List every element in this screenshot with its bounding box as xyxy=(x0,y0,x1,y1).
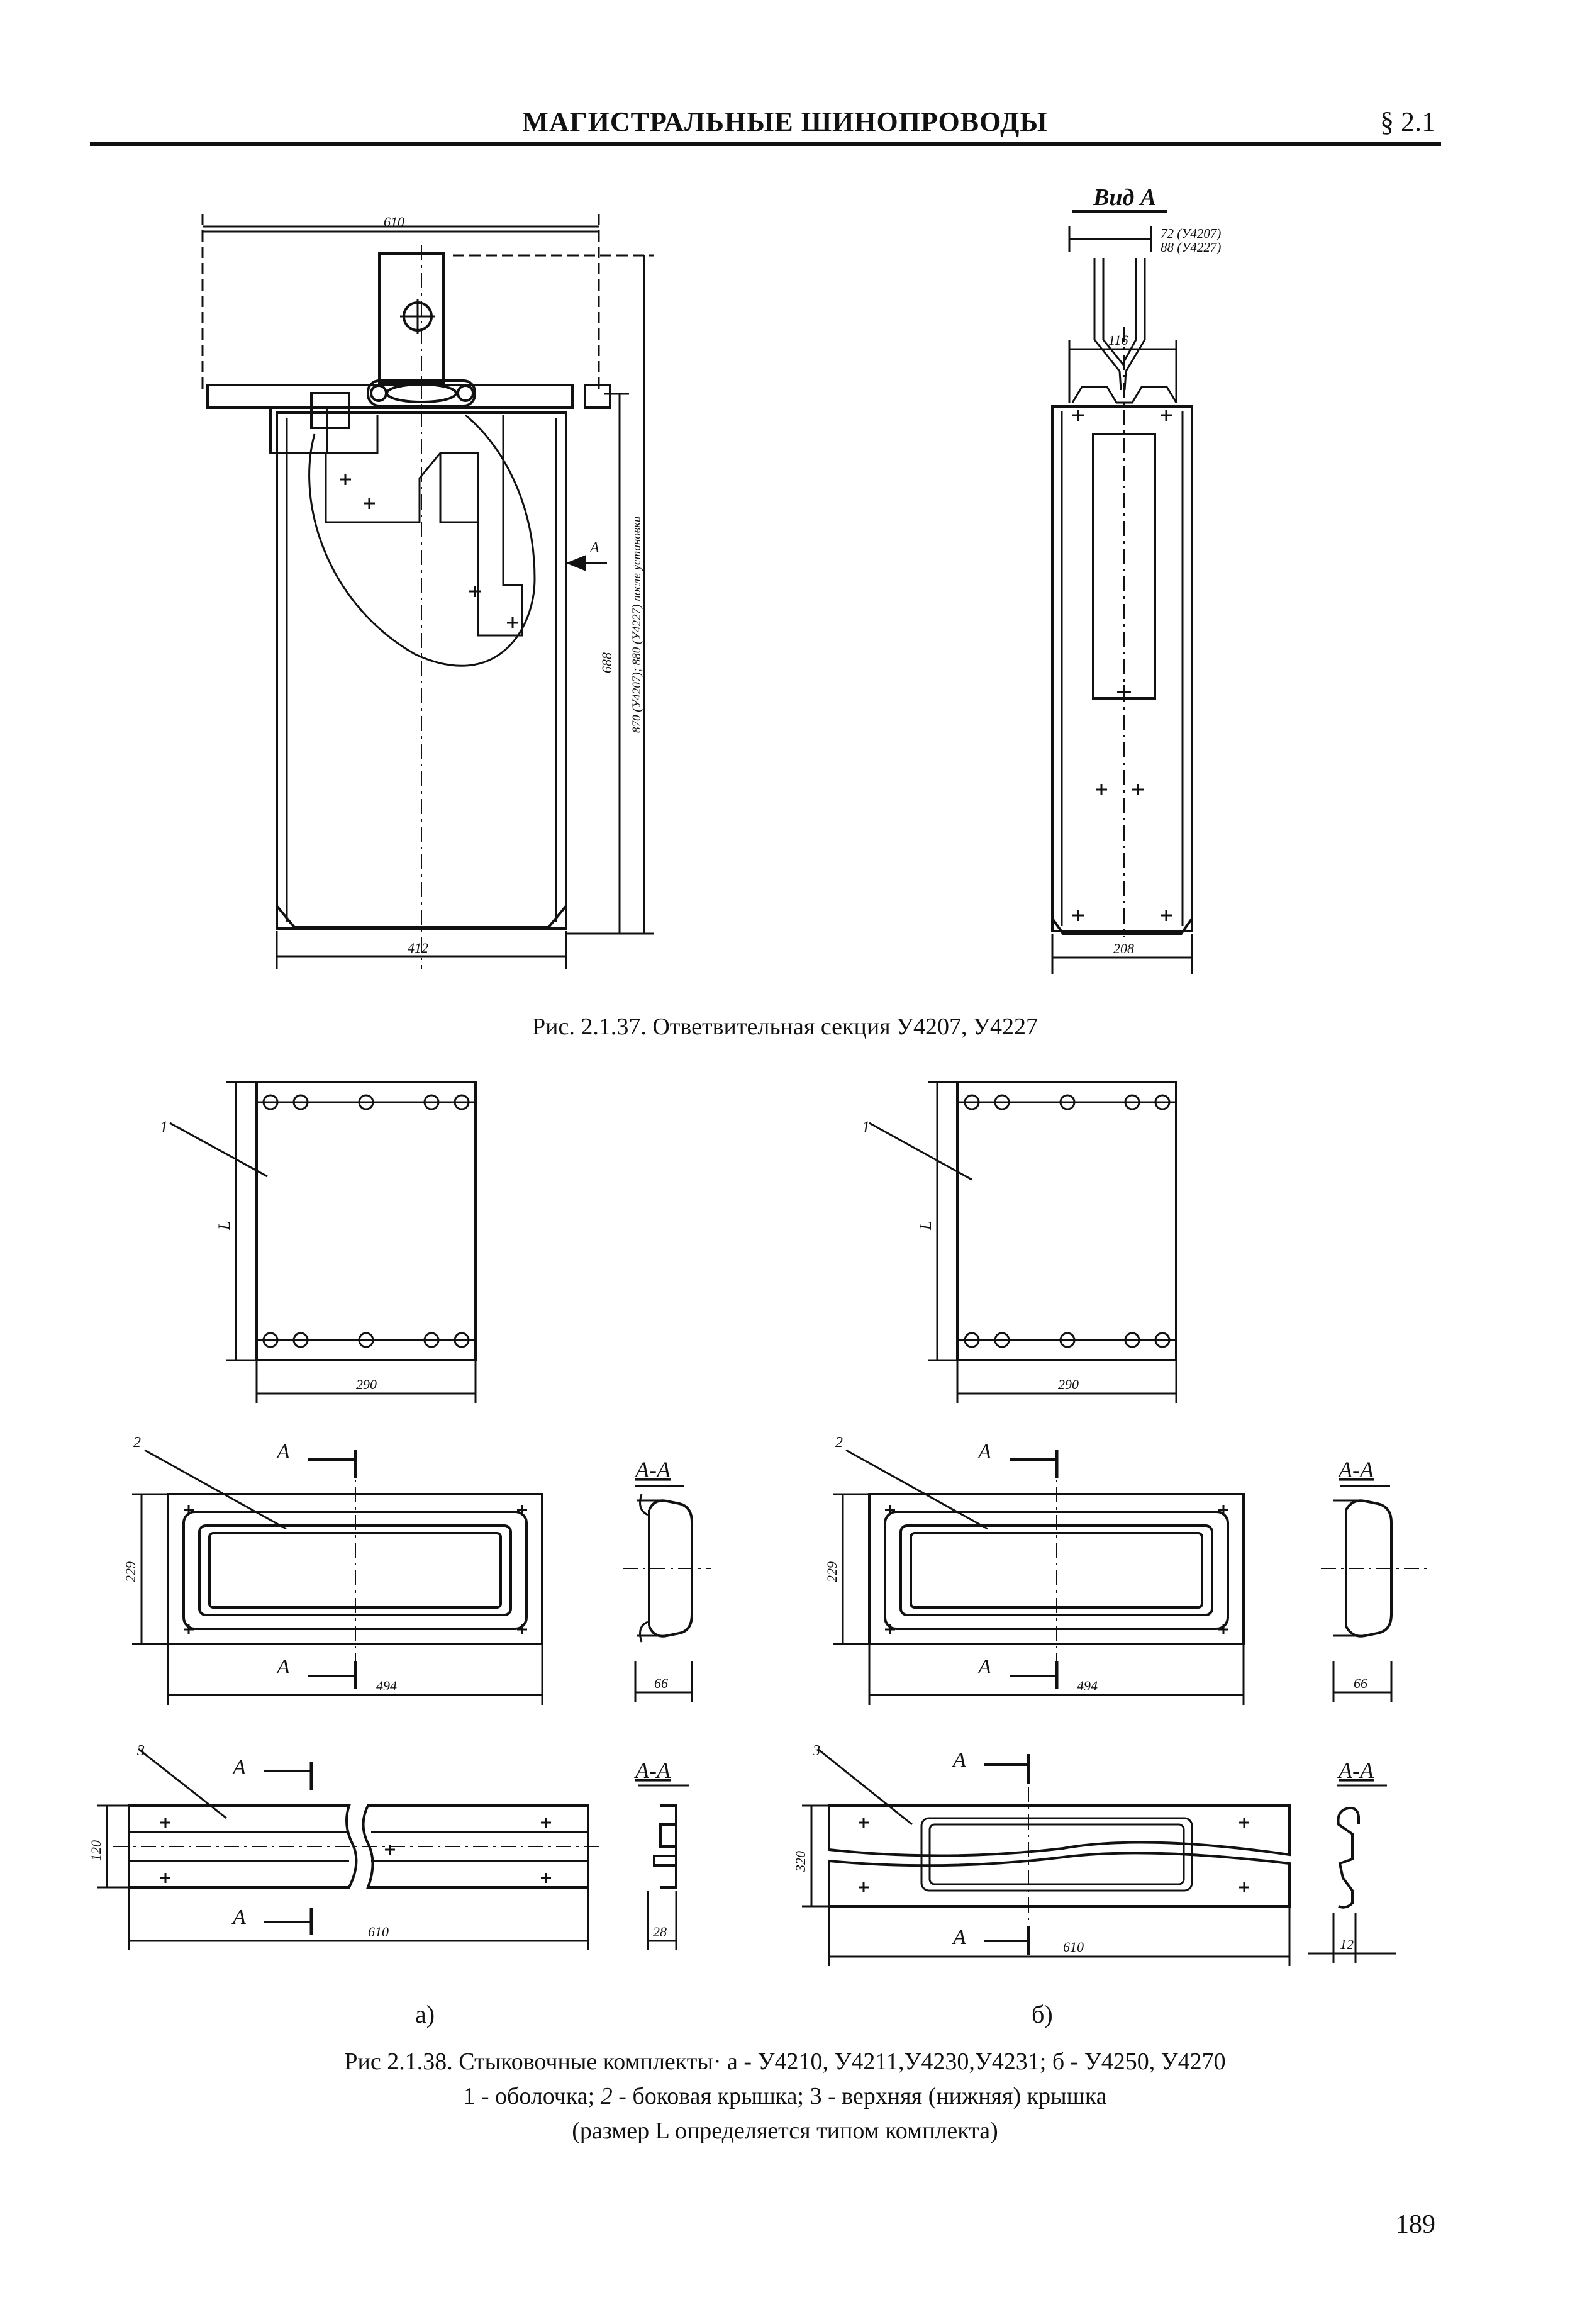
fig138-caption-line2-c: - боковая крышка; 3 - верхняя (нижняя) к… xyxy=(612,2083,1107,2109)
running-header-title: МАГИСТРАЛЬНЫЕ ШИНОПРОВОДЫ xyxy=(522,106,1048,137)
page-number: 189 xyxy=(1396,2210,1435,2239)
fig138a-dim-290: 290 xyxy=(356,1377,377,1392)
fig138b-dim-L: L xyxy=(916,1221,935,1231)
fig137-view-label: Вид А xyxy=(1093,184,1156,211)
fig137-caption: Рис. 2.1.37. Ответвительная секция У4207… xyxy=(532,1014,1038,1040)
fig138a-dim-494: 494 xyxy=(376,1678,397,1694)
fig137-dim-870-880: 870 (У4207); 880 (У4227) после установки xyxy=(630,517,643,733)
fig138b-cut-bottom: А xyxy=(977,1655,991,1679)
fig138-caption-line1: Рис 2.1.38. Стыковочные комплекты· а - У… xyxy=(344,2048,1226,2075)
fig138b-section-1: А-А xyxy=(1337,1457,1374,1482)
fig138a-item3 xyxy=(97,1748,689,1950)
fig137-side-view xyxy=(1051,210,1193,974)
fig138b-dim-229: 229 xyxy=(824,1561,840,1582)
fig138a-item3-label: 3 xyxy=(136,1743,145,1759)
fig138a-cut-top: А xyxy=(276,1440,290,1463)
fig138b-item1-label: 1 xyxy=(862,1118,870,1136)
fig138a-dim-L: L xyxy=(215,1221,233,1231)
fig138b-dim-290: 290 xyxy=(1058,1377,1079,1392)
fig138b-cut-top-3: А xyxy=(952,1748,966,1772)
fig137-arrow-label: А xyxy=(589,540,599,556)
fig138b-section-2: А-А xyxy=(1337,1758,1374,1783)
fig137-dim-72: 72 (У4207) xyxy=(1161,226,1221,241)
fig138a-cut-top-3: А xyxy=(231,1756,246,1779)
fig137-dim-88: 88 (У4227) xyxy=(1161,240,1221,255)
fig138a-section-2: А-А xyxy=(634,1758,671,1783)
running-header-section: § 2.1 xyxy=(1380,106,1435,137)
fig138b-item2-label: 2 xyxy=(835,1434,843,1451)
fig138a-section-1: А-А xyxy=(634,1457,671,1482)
fig138a-item1-label: 1 xyxy=(160,1118,168,1136)
fig137-front-view xyxy=(201,214,654,969)
fig138b-cut-top: А xyxy=(977,1440,991,1463)
fig138-label-a: а) xyxy=(415,2000,435,2028)
fig138a-item2 xyxy=(132,1449,711,1705)
fig138a-item2-label: 2 xyxy=(133,1434,141,1451)
fig138-caption-line2-b: 2 xyxy=(600,2083,613,2109)
header-rule xyxy=(90,142,1441,146)
fig138b-dim-320: 320 xyxy=(793,1851,808,1872)
fig138b-item3 xyxy=(802,1748,1396,1966)
fig138a-cut-bottom-3: А xyxy=(231,1906,246,1929)
fig138b-item2 xyxy=(833,1449,1428,1705)
fig138a-dim-610: 610 xyxy=(368,1924,389,1940)
fig137-dim-688: 688 xyxy=(599,652,615,673)
fig138a-dim-120: 120 xyxy=(88,1840,104,1861)
fig138b-dim-494: 494 xyxy=(1077,1678,1098,1694)
fig138-caption-line2: 1 - оболочка; 2 - боковая крышка; 3 - ве… xyxy=(0,2082,1570,2110)
fig138a-dim-28: 28 xyxy=(653,1924,667,1940)
fig138-caption-line2-a: 1 - оболочка; xyxy=(463,2083,601,2109)
fig138b-dim-610: 610 xyxy=(1063,1939,1084,1955)
fig137-dim-412: 412 xyxy=(408,940,428,956)
fig138b-dim-12: 12 xyxy=(1340,1936,1354,1952)
fig137-dim-208: 208 xyxy=(1113,941,1134,956)
fig137-dim-116: 116 xyxy=(1108,332,1128,348)
fig138a-cut-bottom: А xyxy=(276,1655,290,1679)
fig138-caption-line3: (размер L определяется типом комплекта) xyxy=(572,2118,998,2144)
fig138b-cut-bottom-3: А xyxy=(952,1926,966,1949)
fig138-label-b: б) xyxy=(1032,2000,1053,2028)
fig138a-dim-229: 229 xyxy=(123,1561,138,1582)
fig137-dim-610: 610 xyxy=(384,214,404,230)
fig138b-item3-label: 3 xyxy=(812,1743,820,1759)
fig138b-dim-66: 66 xyxy=(1354,1675,1367,1691)
fig138a-item1 xyxy=(169,1081,477,1403)
fig138b-item1 xyxy=(869,1081,1178,1403)
fig138a-dim-66: 66 xyxy=(654,1675,668,1691)
